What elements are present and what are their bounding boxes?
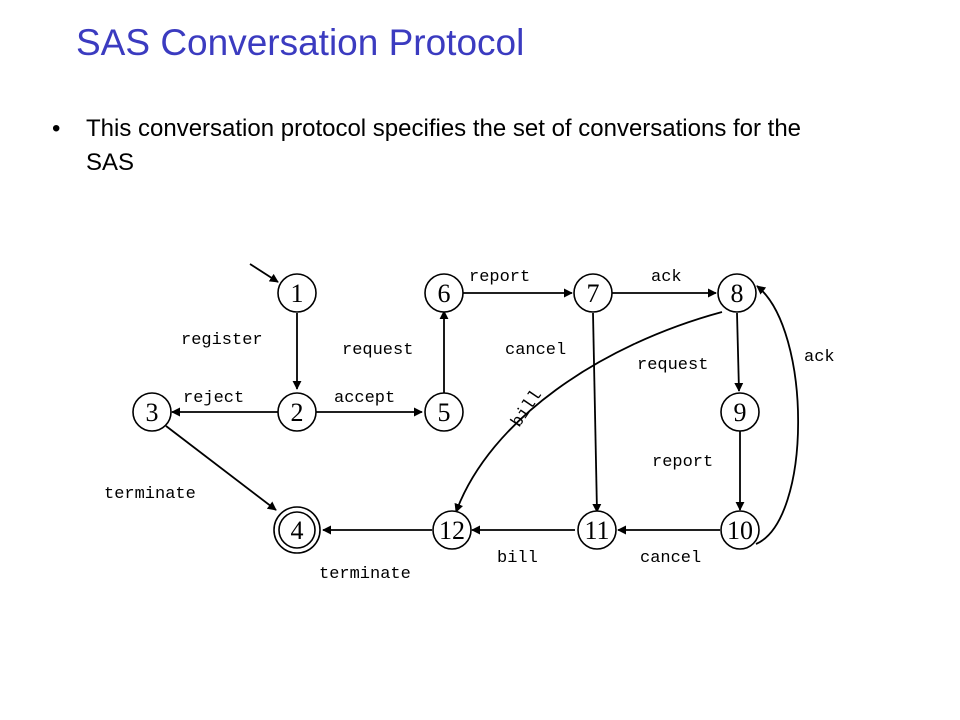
- label-request-5-6: request: [342, 341, 413, 360]
- slide-title: SAS Conversation Protocol: [76, 22, 525, 63]
- state-6: 6: [424, 273, 464, 313]
- bullet-dot: •: [52, 115, 61, 142]
- state-7: 7: [573, 273, 613, 313]
- state-4-label: 4: [291, 516, 304, 545]
- state-9-label: 9: [734, 398, 747, 427]
- start-arrow: [249, 263, 279, 283]
- state-4: 4: [273, 506, 321, 554]
- label-terminate-3-4: terminate: [104, 485, 196, 504]
- label-bill-8-12: bill: [508, 387, 547, 431]
- state-8-label: 8: [731, 279, 744, 308]
- state-12: 12: [432, 510, 472, 550]
- edge-10-8: [755, 285, 800, 545]
- edge-7-11: [592, 312, 602, 513]
- bullet-item: • This conversation protocol specifies th…: [52, 112, 812, 180]
- edge-8-9: [734, 312, 744, 392]
- state-3-label: 3: [146, 398, 159, 427]
- state-5-label: 5: [438, 398, 451, 427]
- state-1: 1: [277, 273, 317, 313]
- label-ack-7-8: ack: [651, 268, 682, 287]
- state-12-label: 12: [439, 516, 465, 545]
- state-11-label: 11: [584, 516, 609, 545]
- state-2-label: 2: [291, 398, 304, 427]
- state-8: 8: [717, 273, 757, 313]
- label-cancel-10-11: cancel: [640, 549, 701, 568]
- label-bill-11-12: bill: [497, 549, 538, 568]
- state-1-label: 1: [291, 279, 304, 308]
- label-reject: reject: [183, 389, 244, 408]
- label-request-8-9: request: [637, 356, 708, 375]
- label-accept: accept: [334, 389, 395, 408]
- state-11: 11: [577, 510, 617, 550]
- state-10-label: 10: [727, 516, 753, 545]
- state-3: 3: [132, 392, 172, 432]
- label-report-6-7: report: [469, 268, 530, 287]
- state-2: 2: [277, 392, 317, 432]
- bullet-list: • This conversation protocol specifies th…: [52, 112, 812, 180]
- label-cancel-7-11: cancel: [505, 341, 566, 360]
- state-6-label: 6: [438, 279, 451, 308]
- label-register: register: [181, 331, 263, 350]
- state-7-label: 7: [587, 279, 600, 308]
- states: 1 2 3 4 5 6 7 8: [132, 273, 760, 554]
- edge-8-12: [454, 311, 723, 513]
- label-terminate-12-4: terminate: [319, 565, 411, 584]
- transitions: [165, 263, 800, 545]
- state-9: 9: [720, 392, 760, 432]
- label-report-9-10: report: [652, 453, 713, 472]
- bullet-text: This conversation protocol specifies the…: [86, 115, 802, 176]
- state-5: 5: [424, 392, 464, 432]
- label-ack-10-8: ack: [804, 348, 835, 367]
- edge-3-4: [165, 425, 277, 511]
- state-10: 10: [720, 510, 760, 550]
